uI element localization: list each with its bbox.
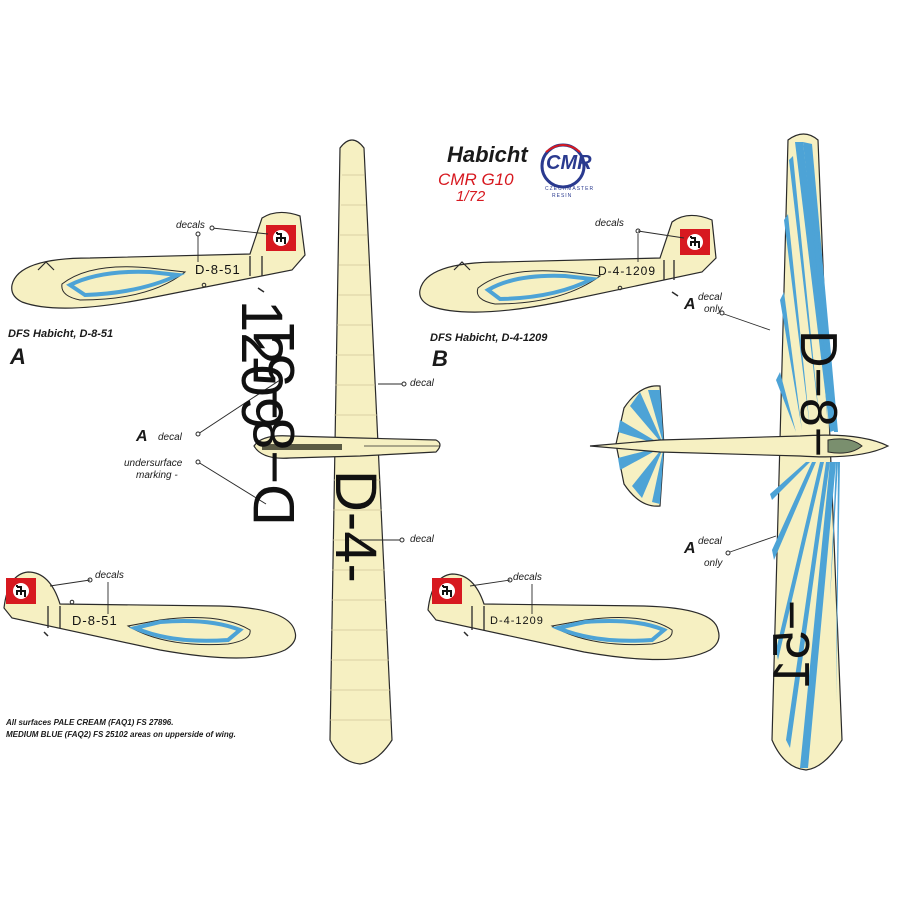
paint-notes: All surfaces PALE CREAM (FAQ1) FS 27896.… — [6, 717, 236, 741]
label-decal-only-1b: only — [704, 304, 723, 315]
caption-scheme-b: DFS Habicht, D-4-1209 — [430, 332, 548, 344]
label-decal-plan-2: decal — [410, 534, 434, 545]
upperside-plan-view — [589, 133, 890, 771]
cmr-logo — [540, 143, 586, 189]
paint-note-1: All surfaces PALE CREAM (FAQ1) FS 27896. — [6, 718, 174, 727]
label-decal-only-1a: decal — [698, 292, 722, 303]
label-decals-1: decals — [176, 220, 205, 231]
scheme-b-letter: B — [432, 346, 448, 371]
label-decal-plan-1: decal — [410, 378, 434, 389]
label-decal-only-2a: decal — [698, 536, 722, 547]
wing-marking-d-8-left: D−8 — [242, 417, 307, 526]
wing-marking-51-left: −51 — [242, 321, 307, 420]
wing-marking-d-4-bottom: D-4- — [323, 470, 388, 583]
paint-note-2: MEDIUM BLUE (FAQ2) FS 25102 areas on upp… — [6, 730, 236, 739]
scheme-a-letter: A — [10, 344, 26, 369]
caption-scheme-a: DFS Habicht, D-8-51 — [8, 328, 114, 340]
undersurface-letter: A — [136, 428, 148, 445]
side-registration-a-lower: D-8-51 — [72, 613, 118, 628]
side-registration-a-upper: D-8-51 — [195, 262, 241, 277]
label-decals-4: decals — [513, 572, 542, 583]
label-undersurface-1: undersurface — [124, 458, 183, 469]
label-decals-3: decals — [95, 570, 124, 581]
label-decal-undersurface: decal — [158, 432, 182, 443]
label-decal-only-2b: only — [704, 558, 723, 569]
side-view-a-upper — [11, 211, 306, 309]
top-wing-marking-51: −51 — [763, 600, 821, 689]
side-view-b-upper — [419, 214, 717, 313]
side-view-b-lower — [427, 573, 720, 661]
product-scale: 1/72 — [456, 188, 486, 205]
logo-subtitle-1: CZECHMASTER — [545, 186, 595, 192]
product-title: Habicht — [447, 142, 528, 167]
label-decals-2: decals — [595, 218, 624, 229]
logo-text: CMR — [546, 152, 592, 174]
logo-subtitle-2: RESIN — [552, 193, 573, 199]
side-registration-b-lower: D-4-1209 — [490, 615, 544, 627]
product-code: CMR G10 — [438, 170, 514, 189]
underside-plan-view — [195, 139, 441, 765]
top-view-letter-a-2: A — [684, 540, 696, 557]
side-view-a-lower — [3, 571, 297, 659]
side-registration-b-upper: D-4-1209 — [598, 264, 657, 278]
top-wing-marking-d-8: D−8− — [789, 330, 847, 458]
top-view-letter-a-1: A — [684, 296, 696, 313]
label-undersurface-2: marking - — [136, 470, 178, 481]
